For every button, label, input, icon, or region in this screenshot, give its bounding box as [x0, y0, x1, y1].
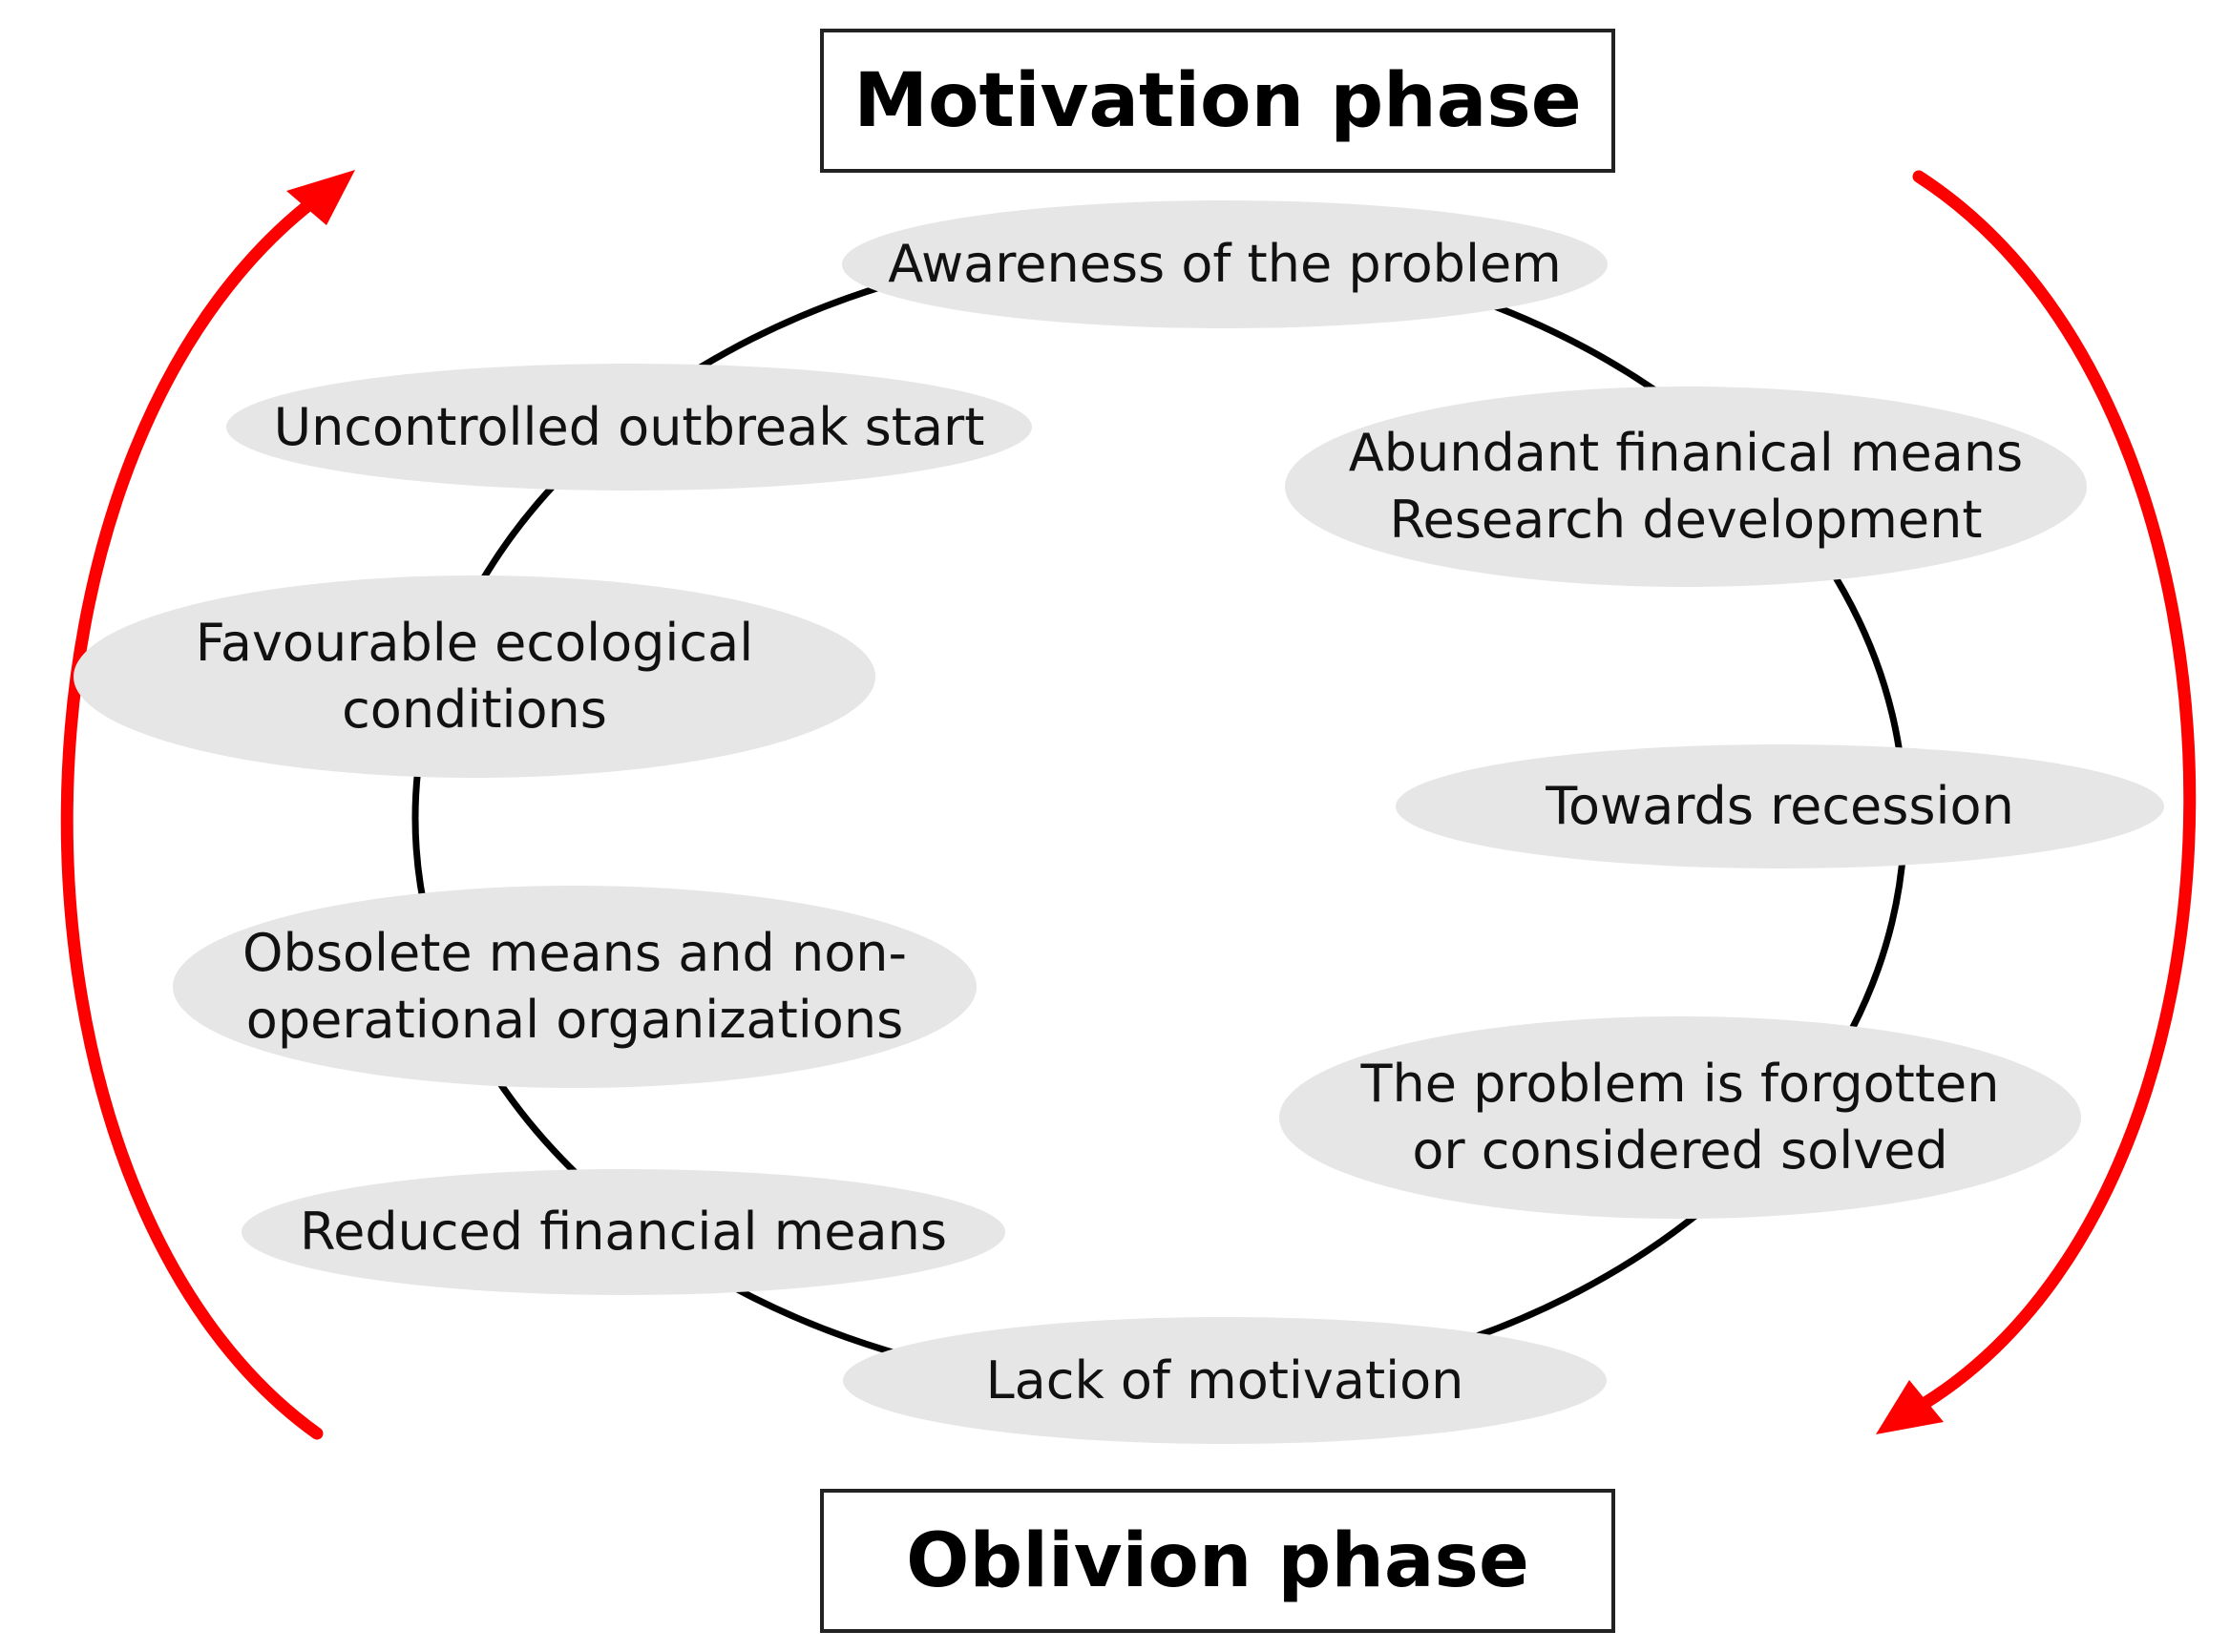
stage-label-line: Lack of motivation — [985, 1349, 1464, 1411]
stage-obsolete-means: Obsolete means and non- operational orga… — [173, 886, 977, 1088]
stage-label-line: Towards recession — [1546, 776, 2014, 836]
right-cycle-arrow — [1903, 170, 2197, 1419]
oblivion-phase-box: Oblivion phase — [820, 1489, 1615, 1633]
stage-label-line: The problem is forgotten — [1360, 1054, 2000, 1114]
stage-label-line: Reduced financial means — [300, 1202, 947, 1262]
stage-label-line: Awareness of the problem — [888, 234, 1562, 294]
stage-label-line: Favourable ecological — [195, 613, 754, 673]
stage-label-line: operational organizations — [245, 990, 904, 1050]
stage-label-line: Uncontrolled outbreak start — [273, 396, 985, 457]
stage-towards-recession: Towards recession — [1396, 744, 2164, 868]
stage-problem-forgotten: The problem is forgotten or considered s… — [1279, 1016, 2081, 1219]
left-arrowhead-icon — [286, 170, 355, 225]
stage-reduced-financial-means: Reduced financial means — [242, 1169, 1005, 1295]
stage-label-line: Obsolete means and non- — [242, 923, 907, 983]
stage-favourable-ecological-conditions: Favourable ecological conditions — [74, 575, 875, 778]
stage-label-line: Abundant finanical means — [1348, 423, 2024, 483]
stage-label-line: Research development — [1389, 490, 1983, 550]
stage-lack-of-motivation: Lack of motivation — [843, 1317, 1607, 1444]
motivation-phase-box: Motivation phase — [820, 29, 1615, 173]
stage-abundant-financial-means: Abundant finanical means Research develo… — [1285, 387, 2087, 587]
stage-label-line: or considered solved — [1412, 1120, 1948, 1181]
right-arrowhead-icon — [1876, 1380, 1944, 1434]
stage-uncontrolled-outbreak-start: Uncontrolled outbreak start — [226, 364, 1032, 491]
stage-label-line: conditions — [342, 680, 607, 740]
oblivion-phase-label: Oblivion phase — [906, 1517, 1529, 1604]
stage-awareness-of-the-problem: Awareness of the problem — [842, 200, 1608, 328]
left-cycle-arrow — [60, 179, 341, 1440]
motivation-phase-label: Motivation phase — [853, 57, 1582, 144]
